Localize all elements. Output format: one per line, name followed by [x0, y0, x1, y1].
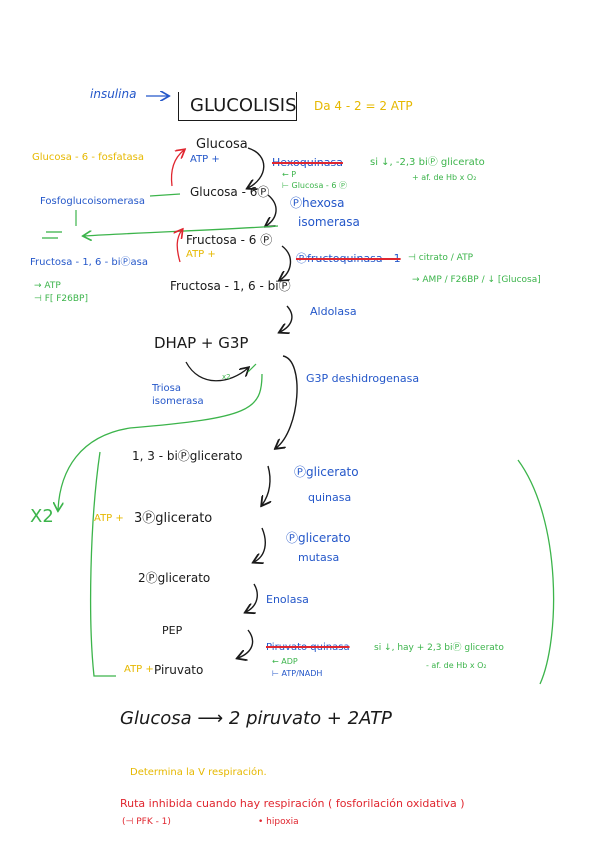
f16bpase-label: Fructosa - 1, 6 - biⓅasa	[30, 257, 148, 268]
step-arrow-isomerasa	[266, 194, 277, 226]
hk-note-1: si ↓, -2,3 biⓅ glicerato	[370, 157, 485, 168]
metabolite-3pg: 3Ⓟglicerato	[134, 511, 213, 526]
pfk-note-1: ⊣ citrato / ATP	[408, 253, 474, 263]
enzyme-hexoquinasa: Hexoquinasa	[272, 156, 343, 169]
x2-small-note: x2	[222, 373, 231, 381]
green-arrow-g6p-back	[149, 193, 181, 197]
triose-arrow	[185, 361, 248, 382]
phosphoglucoisomerase-label: Fosfoglucoisomerasa	[40, 196, 146, 207]
metabolite-2pg: 2Ⓟglicerato	[138, 571, 211, 585]
cofactor-atp-2: ATP +	[186, 249, 216, 260]
metabolite-pep: PEP	[162, 624, 183, 637]
metabolite-fructosa-6p: Fructosa - 6 Ⓟ	[186, 233, 273, 247]
pk-reg-atp-nadh: ⊢ ATP/NADH	[272, 669, 323, 678]
enzyme-pg-mutase-2: mutasa	[298, 551, 340, 564]
hexoquinasa-reg-g6p: ⊢ Glucosa - 6 Ⓟ	[282, 181, 347, 190]
metabolite-fructosa-16bp: Fructosa - 1, 6 - biⓅ	[170, 279, 291, 293]
triose-isomerase-label: Triosa isomerasa	[152, 383, 204, 407]
step-arrow-g3pdh	[276, 355, 298, 448]
note-v-respiracion: Determina la V respiración.	[130, 767, 267, 778]
green-arrow-triose-tail	[247, 363, 257, 373]
metabolite-glucosa-6p: Glucosa - 6Ⓟ	[190, 185, 270, 199]
red-arrow-f16bp-to-f6p	[177, 230, 182, 263]
step-arrow-pk	[238, 629, 254, 658]
hk-note-2: + af. de Hb x O₂	[412, 173, 477, 182]
metabolite-piruvato: Piruvato	[154, 663, 204, 677]
cofactor-atp-4: ATP +	[124, 664, 154, 675]
green-arrow-f6p-back	[84, 225, 279, 236]
pk-note-2: - af. de Hb x O₂	[426, 661, 487, 670]
x2-label: X2	[30, 506, 54, 527]
step-arrow-enolasa	[246, 583, 258, 612]
pfk-note-2: → AMP / F26BP / ↓ [Glucosa]	[412, 275, 541, 285]
overall-equation: Glucosa ⟶ 2 piruvato + 2ATP	[120, 708, 392, 729]
enzyme-pg-mutase-1: Ⓟglicerato	[286, 531, 351, 545]
enzyme-g3p-dh: G3P deshidrogenasa	[306, 372, 420, 385]
enzyme-pfk1: Ⓟfructoquinasa - 1	[296, 252, 401, 265]
enzyme-pg-kinase-2: quinasa	[308, 491, 352, 504]
title-box	[178, 92, 297, 121]
f16bpase-reg-f26bp: ⊣ F[ F26BP]	[34, 294, 88, 304]
cofactor-atp-1: ATP +	[190, 154, 220, 165]
metabolite-glucosa: Glucosa	[196, 137, 248, 152]
pk-note-1: si ↓, hay + 2,3 biⓅ glicerato	[374, 643, 504, 653]
enzyme-piruvato-quinasa: Piruvato quinasa	[266, 642, 350, 653]
insulina-label: insulina	[90, 87, 137, 101]
enzyme-pg-kinase-1: Ⓟglicerato	[294, 465, 359, 479]
page-title: GLUCOLISIS	[190, 95, 297, 116]
red-arrow-g6p-to-glucosa	[170, 150, 185, 187]
enzyme-hexosa-isomerasa-2: isomerasa	[298, 215, 360, 229]
enzyme-hexosa-isomerasa-1: Ⓟhexosa	[290, 196, 345, 210]
note-pfk-inhib: (⊣ PFK - 1)	[122, 817, 171, 827]
step-arrow-aldolasa	[280, 305, 293, 332]
metabolite-dhap-g3p: DHAP + G3P	[154, 334, 249, 352]
atp-yield-note: Da 4 - 2 = 2 ATP	[314, 99, 413, 113]
step-arrow-pfk	[280, 245, 292, 280]
green-bracket-right	[517, 459, 555, 685]
enzyme-enolasa: Enolasa	[266, 593, 309, 606]
note-hipoxia: • hipoxia	[258, 817, 299, 827]
hexoquinasa-reg-p: ← P	[282, 170, 297, 179]
green-bracket-left	[89, 451, 116, 677]
enzyme-aldolasa: Aldolasa	[310, 305, 357, 318]
f16bpase-reg-atp: → ATP	[34, 281, 61, 291]
step-arrow-hexoquinasa	[248, 147, 265, 188]
green-big-loop-left	[58, 373, 263, 510]
step-arrow-pgk	[262, 465, 270, 505]
note-ruta-inhibida: Ruta inhibida cuando hay respiración ( f…	[120, 797, 465, 810]
pk-reg-adp: ← ADP	[272, 657, 298, 666]
g6p-phosphatase-label: Glucosa - 6 - fosfatasa	[32, 152, 144, 163]
cofactor-atp-3: ATP +	[94, 513, 124, 524]
step-arrow-mutase	[254, 527, 266, 562]
metabolite-13bpg: 1, 3 - biⓅglicerato	[132, 449, 243, 463]
